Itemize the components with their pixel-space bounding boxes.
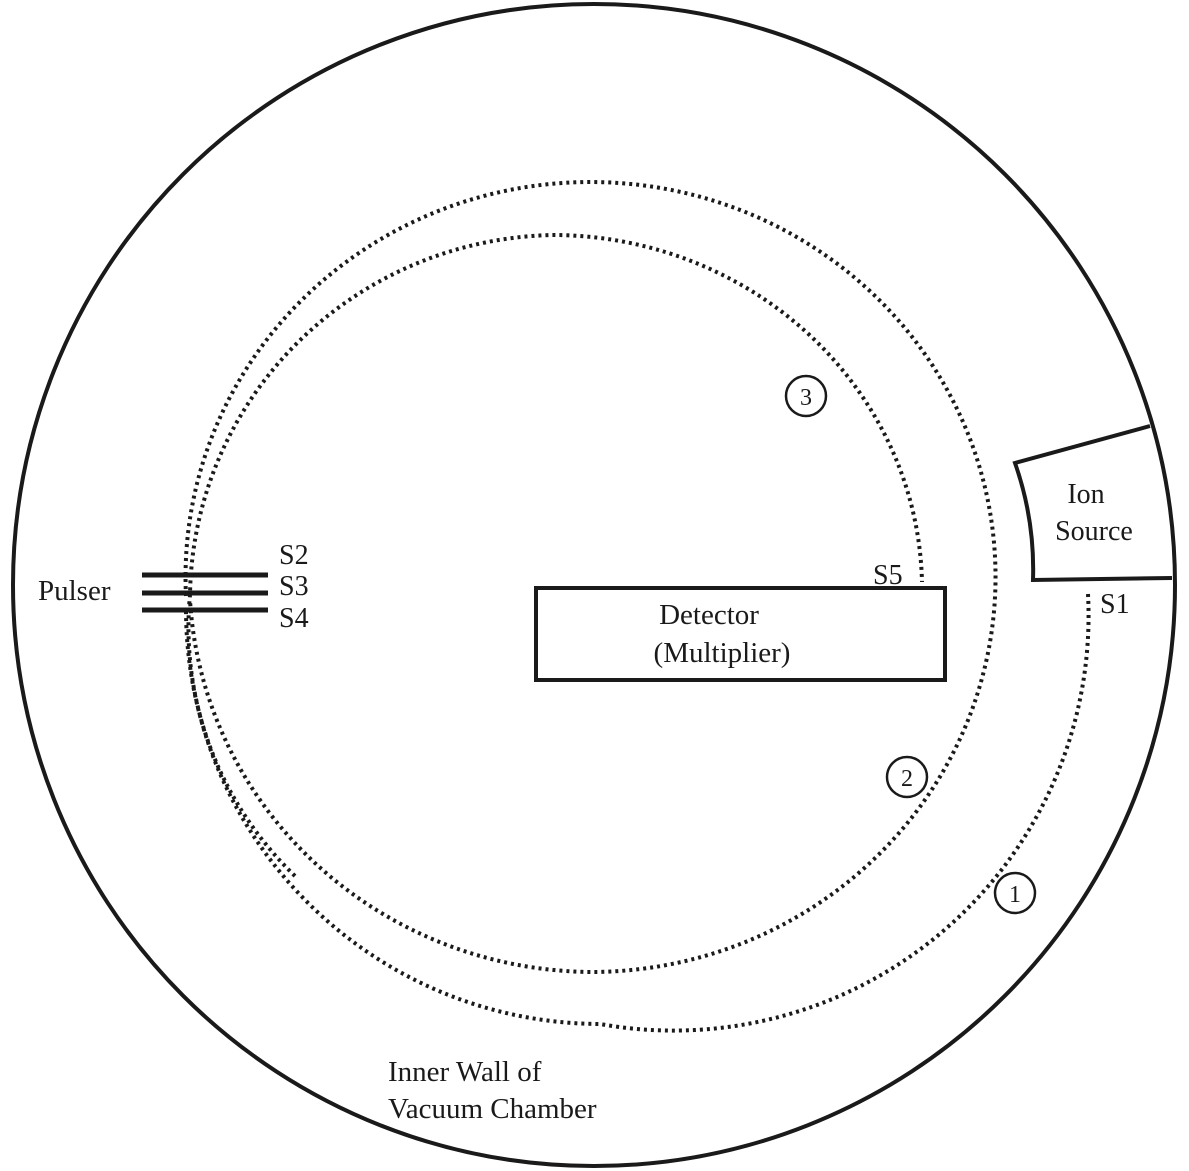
pulser-plates: [142, 572, 268, 613]
s3-label: S3: [279, 571, 309, 602]
s5-label: S5: [873, 560, 903, 591]
path-marker-1-circle: [993, 871, 1037, 915]
s2-label: S2: [279, 540, 309, 571]
chamber-wall-label-line1: Inner Wall of: [388, 1056, 542, 1088]
chamber-wall-label-line2: Vacuum Chamber: [388, 1093, 597, 1125]
path-marker-2-label: 2: [901, 766, 913, 792]
path-marker-3-label: 3: [800, 385, 812, 411]
chamber-wall: [11, 2, 1177, 1168]
s4-label: S4: [279, 603, 309, 634]
s1-label: S1: [1100, 589, 1130, 620]
detector-label-line1: Detector: [659, 599, 759, 631]
detector-box: [534, 586, 947, 682]
trajectory-3: [186, 232, 924, 878]
ion-source-label-line2: Source: [1055, 516, 1133, 547]
path-marker-3-circle: [784, 374, 828, 418]
pulser-label: Pulser: [38, 575, 111, 607]
path-marker-2-circle: [885, 755, 929, 799]
path-marker-1-label: 1: [1009, 882, 1021, 908]
ion-source: [1012, 424, 1173, 583]
detector-label-line2: (Multiplier): [654, 637, 791, 669]
trajectory-1: [184, 593, 1091, 1033]
ion-source-label-line1: Ion: [1067, 479, 1104, 510]
